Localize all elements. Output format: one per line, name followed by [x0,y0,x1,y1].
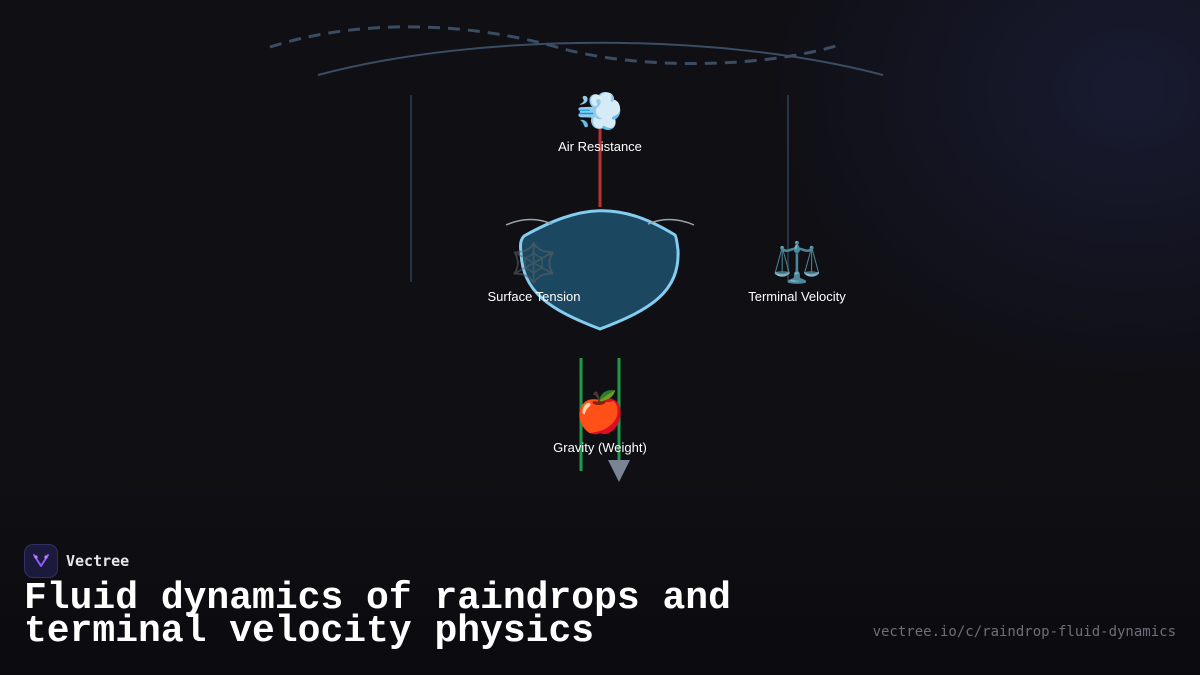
apple-icon: 🍎 [575,388,625,436]
dashed-trajectory-curve [269,25,837,66]
page-url: vectree.io/c/raindrop-fluid-dynamics [872,624,1176,640]
node-label-surface-tension: Surface Tension [488,289,581,304]
gravity-arrowhead [608,460,630,482]
arc-guide-line [317,41,884,76]
raindrop-shape [518,209,680,331]
node-label-terminal-velocity: Terminal Velocity [748,289,846,304]
drop-left-wisp [505,218,553,226]
brand: Vectree [24,544,129,578]
dashing-away-icon: 💨 [576,89,623,133]
node-label-gravity: Gravity (Weight) [553,440,647,455]
page-title: Fluid dynamics of raindrops and terminal… [24,577,731,653]
node-label-air-resistance: Air Resistance [558,139,642,154]
spider-web-icon: 🕸️ [510,241,557,285]
drop-right-wisp [647,218,695,226]
brand-name: Vectree [66,552,130,570]
vectree-logo-icon [24,544,58,578]
balance-scale-icon: ⚖️ [772,239,822,286]
